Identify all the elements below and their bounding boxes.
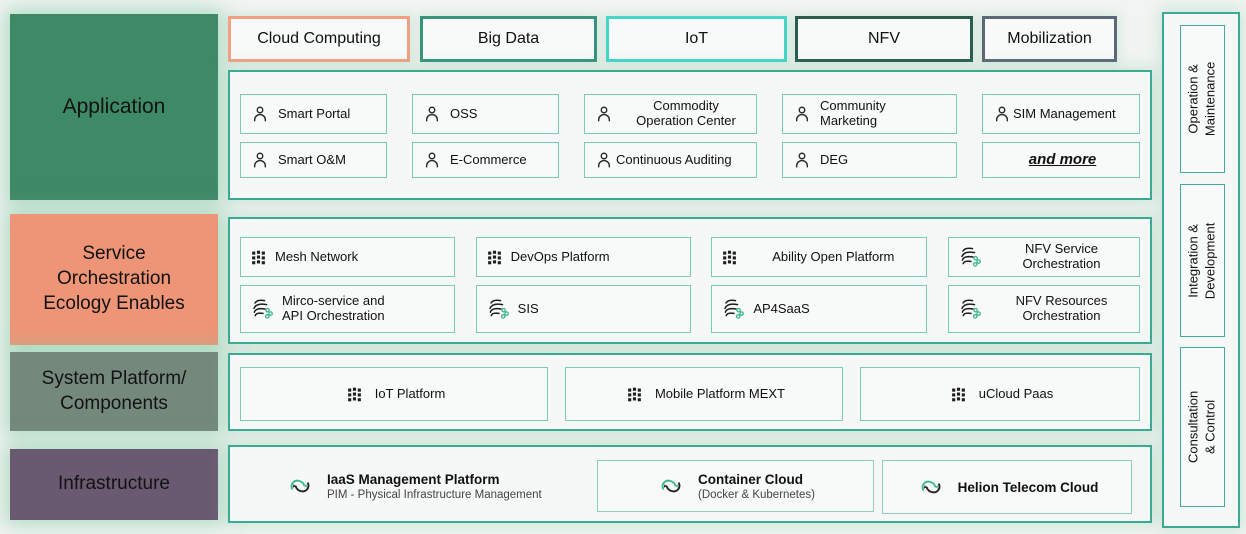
- infra-item-title: IaaS Management Platform: [327, 471, 500, 487]
- app-item-label: E-Commerce: [450, 151, 527, 167]
- sidebar-item-label: Operation & Maintenance: [1185, 61, 1218, 137]
- infra-item-iaas-management-platform: IaaS Management Platform PIM - Physical …: [285, 459, 542, 513]
- user-icon: [594, 150, 614, 170]
- app-item-label: Continuous Auditing: [616, 151, 732, 167]
- infra-item-subtitle: (Docker & Kubernetes): [698, 488, 815, 501]
- service-orchestration-row-container: Mesh Network DevOps Platform Ability Ope…: [228, 217, 1152, 344]
- svc-item-label: Mirco-service and API Orchestration: [282, 293, 385, 323]
- infra-item-title: Container Cloud: [698, 471, 804, 487]
- svc-item-label: AP4SaaS: [753, 300, 810, 316]
- layer-label-system-platform: System Platform/ Components: [10, 352, 218, 431]
- grid-icon: [626, 386, 643, 403]
- tab-iot: IoT: [606, 16, 787, 62]
- infra-item-subtitle: PIM - Physical Infrastructure Management: [327, 488, 542, 501]
- infra-item-helion-telecom-cloud: Helion Telecom Cloud: [882, 460, 1132, 514]
- svc-item-mesh-network: Mesh Network: [240, 237, 455, 277]
- svc-item-label: Mesh Network: [275, 248, 359, 264]
- layer-label-service-orchestration: Service Orchestration Ecology Enables: [10, 214, 218, 345]
- svc-item-nfv-resources-orchestration: NFV Resources Orchestration: [947, 285, 1140, 333]
- app-item-and-more: and more: [982, 142, 1140, 178]
- user-icon: [422, 150, 442, 170]
- app-item-smart-om: Smart O&M: [240, 142, 387, 178]
- app-item-commodity-operation-center: Commodity Operation Center: [584, 94, 757, 134]
- app-item-community-marketing: Community Marketing: [782, 94, 957, 134]
- svc-item-label: SIS: [517, 300, 539, 316]
- app-item-label: Community Marketing: [820, 98, 886, 128]
- grid-icon: [250, 249, 267, 266]
- user-icon: [992, 104, 1012, 124]
- tab-mobilization: Mobilization: [982, 16, 1117, 62]
- user-icon: [792, 150, 812, 170]
- right-sidebar: Operation & Maintenance Integration & De…: [1162, 12, 1240, 528]
- grid-icon: [950, 386, 967, 403]
- swoosh-icon: [250, 297, 274, 321]
- app-item-label: DEG: [820, 151, 849, 167]
- platform-item-label: IoT Platform: [374, 385, 446, 401]
- sidebar-item-integration-development: Integration & Development: [1180, 184, 1225, 337]
- platform-item-label: Mobile Platform MEXT: [654, 385, 786, 401]
- grid-icon: [346, 386, 363, 403]
- app-item-e-commerce: E-Commerce: [412, 142, 559, 178]
- app-item-label: SIM Management: [1013, 105, 1116, 121]
- svc-item-sis: SIS: [475, 285, 691, 333]
- app-item-label: Commodity Operation Center: [636, 98, 736, 128]
- svc-item-label: DevOps Platform: [510, 248, 610, 264]
- svc-item-label: Ability Open Platform: [772, 248, 895, 264]
- swoosh-icon: [486, 297, 510, 321]
- sidebar-item-consultation-control: Consultation & Control: [1180, 347, 1225, 507]
- tab-nfv: NFV: [795, 16, 973, 62]
- application-row-container: Smart Portal OSS Commodity Operation Cen…: [228, 70, 1152, 200]
- grid-icon: [486, 249, 503, 266]
- platform-item-ucloud-paas: uCloud Paas: [860, 367, 1140, 421]
- app-item-label: and more: [1028, 151, 1097, 169]
- sidebar-item-label: Integration & Development: [1185, 222, 1218, 299]
- svc-item-micro-service-api-orchestration: Mirco-service and API Orchestration: [240, 285, 455, 333]
- sidebar-item-operation-maintenance: Operation & Maintenance: [1180, 25, 1225, 173]
- app-item-oss: OSS: [412, 94, 559, 134]
- svc-item-ability-open-platform: Ability Open Platform: [711, 237, 928, 277]
- svc-item-label: NFV Resources Orchestration: [1015, 293, 1108, 323]
- layer-label-infrastructure: Infrastructure: [10, 449, 218, 520]
- svc-item-devops-platform: DevOps Platform: [475, 237, 691, 277]
- user-icon: [594, 104, 614, 124]
- swoosh-icon: [721, 297, 745, 321]
- swoosh-icon: [958, 245, 982, 269]
- app-item-label: OSS: [450, 105, 478, 121]
- user-icon: [422, 104, 442, 124]
- user-icon: [250, 104, 270, 124]
- infra-item-title: Helion Telecom Cloud: [957, 479, 1099, 495]
- cloud-sync-icon: [656, 473, 686, 499]
- app-item-sim-management: SIM Management: [982, 94, 1140, 134]
- svc-item-ap4saas: AP4SaaS: [711, 285, 928, 333]
- app-item-deg: DEG: [782, 142, 957, 178]
- infrastructure-row-container: IaaS Management Platform PIM - Physical …: [228, 445, 1152, 523]
- grid-icon: [721, 249, 738, 266]
- layer-label-application: Application: [10, 14, 218, 200]
- infra-item-container-cloud: Container Cloud (Docker & Kubernetes): [597, 460, 874, 512]
- swoosh-icon: [958, 297, 982, 321]
- platform-item-mobile-platform-mext: Mobile Platform MEXT: [565, 367, 843, 421]
- user-icon: [792, 104, 812, 124]
- cloud-sync-icon: [285, 473, 315, 499]
- app-item-label: Smart Portal: [278, 105, 351, 121]
- svc-item-nfv-service-orchestration: NFV Service Orchestration: [947, 237, 1140, 277]
- platform-item-label: uCloud Paas: [978, 385, 1054, 401]
- tab-big-data: Big Data: [420, 16, 597, 62]
- system-platform-row-container: IoT Platform Mobile Platform MEXT uCloud…: [228, 353, 1152, 431]
- app-item-label: Smart O&M: [278, 151, 346, 167]
- app-item-continuous-auditing: Continuous Auditing: [584, 142, 757, 178]
- platform-item-iot-platform: IoT Platform: [240, 367, 548, 421]
- svc-item-label: NFV Service Orchestration: [1022, 241, 1101, 271]
- app-item-smart-portal: Smart Portal: [240, 94, 387, 134]
- cloud-sync-icon: [916, 474, 946, 500]
- user-icon: [250, 150, 270, 170]
- tab-cloud-computing: Cloud Computing: [228, 16, 410, 62]
- sidebar-item-label: Consultation & Control: [1185, 390, 1218, 464]
